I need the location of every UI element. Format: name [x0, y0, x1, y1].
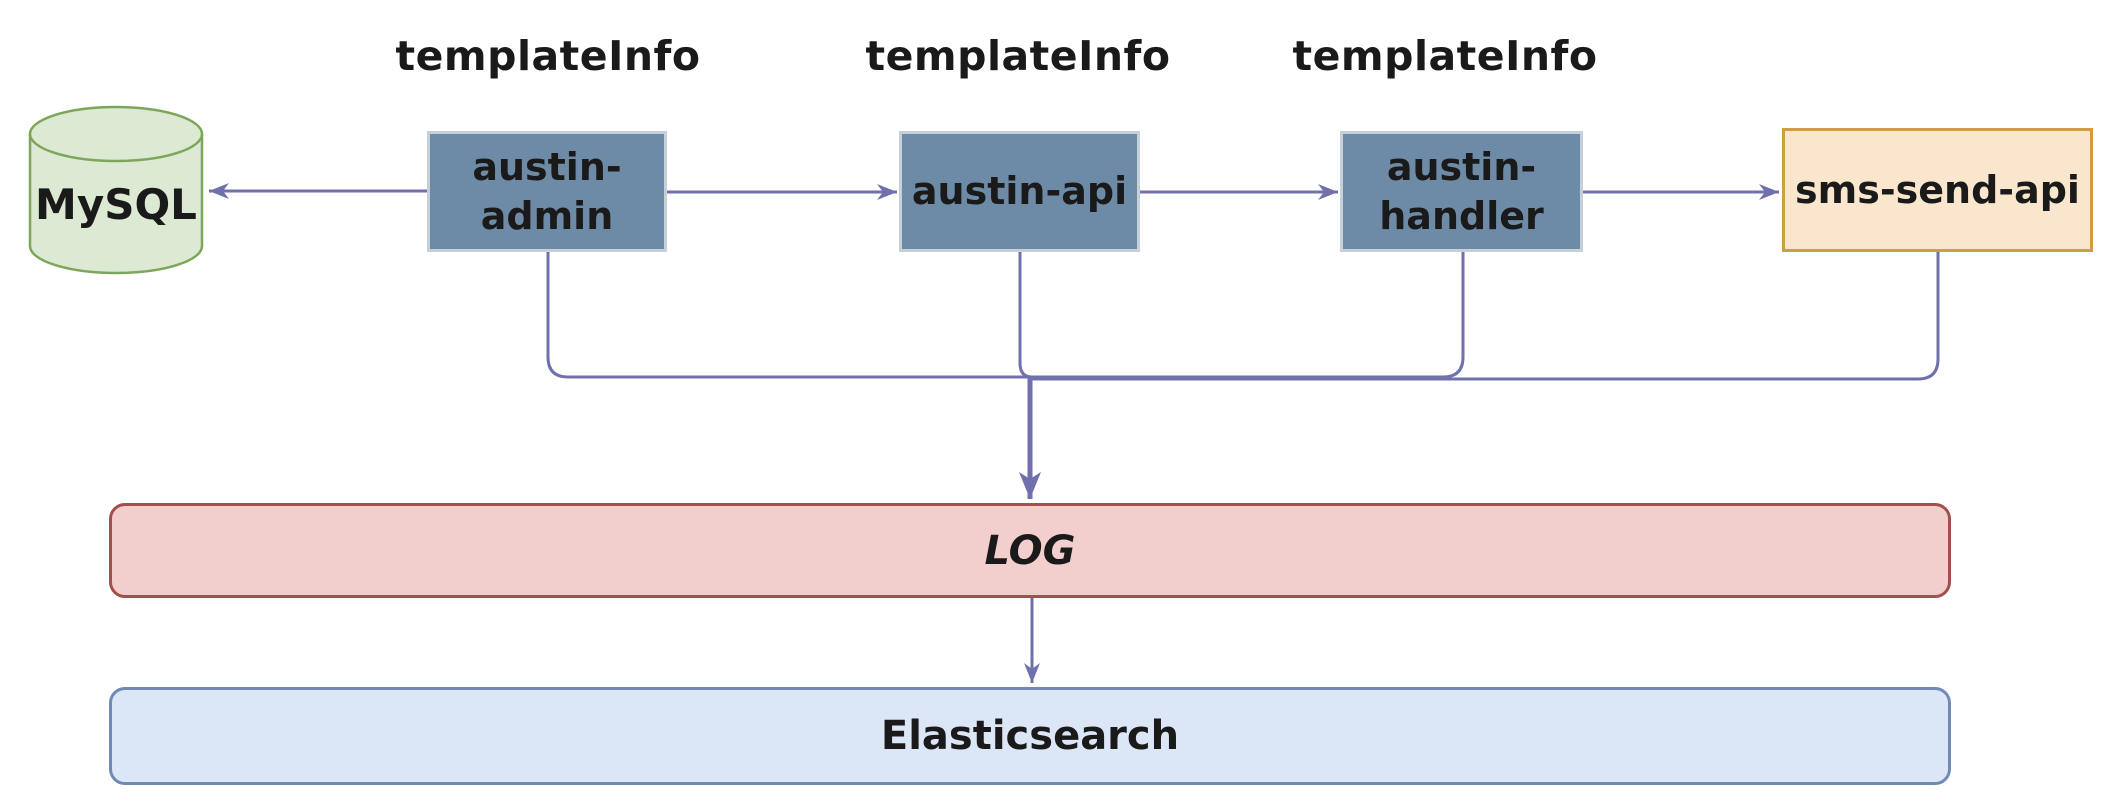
node-label-mysql: MySQL: [35, 180, 197, 229]
edge-sms-send-api-to-log: [1032, 252, 1940, 381]
node-mysql[interactable]: MySQL: [28, 105, 204, 276]
database-cylinder-icon: [28, 105, 204, 275]
node-austin-admin[interactable]: austin- admin: [427, 131, 667, 252]
node-label-austin-api: austin-api: [911, 169, 1128, 213]
node-austin-handler[interactable]: austin- handler: [1340, 131, 1583, 252]
edge-austin-handler-to-log: [1030, 252, 1465, 379]
edge-label-template-info-1: templateInfo: [395, 32, 701, 80]
node-log[interactable]: LOG: [109, 503, 1951, 598]
edge-austin-admin-to-log: [546, 252, 1030, 379]
edge-austin-api-to-log: [1018, 252, 1033, 379]
node-sms-send-api[interactable]: sms-send-api: [1782, 128, 2093, 252]
node-label-austin-admin-line1: austin-: [472, 144, 622, 189]
node-label-elasticsearch: Elasticsearch: [880, 713, 1180, 759]
node-austin-api[interactable]: austin-api: [899, 131, 1140, 252]
node-label-log: LOG: [984, 527, 1076, 574]
node-label-sms-send-api: sms-send-api: [1795, 167, 2080, 212]
node-elasticsearch[interactable]: Elasticsearch: [109, 687, 1951, 785]
node-label-austin-handler-line2: handler: [1379, 193, 1544, 238]
edge-label-template-info-3: templateInfo: [1292, 32, 1598, 80]
node-label-austin-admin-line2: admin: [480, 193, 614, 238]
node-label-austin-handler-line1: austin-: [1386, 144, 1537, 189]
edge-label-template-info-2: templateInfo: [865, 32, 1171, 80]
